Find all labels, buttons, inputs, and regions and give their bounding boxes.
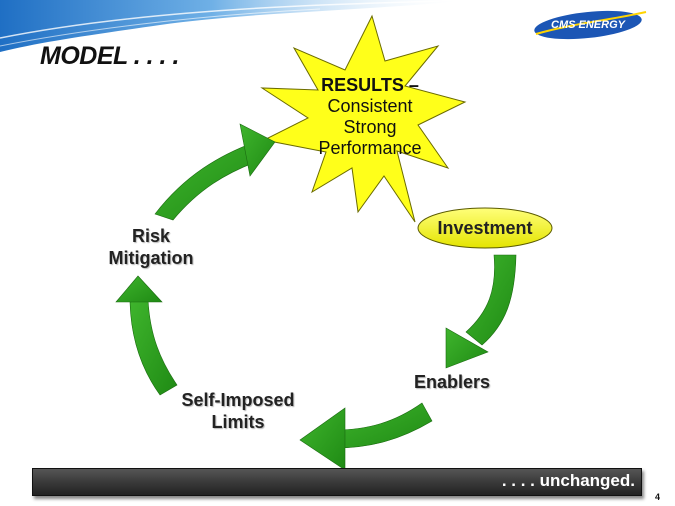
- results-bold-label: RESULTS –: [321, 75, 419, 95]
- slide-title: MODEL . . . .: [40, 42, 179, 70]
- results-starburst-shape: [260, 14, 467, 223]
- footer-text: . . . . unchanged.: [501, 471, 635, 490]
- logo-text: CMS ENERGY: [551, 19, 625, 31]
- header-wave-banner: [0, 0, 471, 52]
- risk-mitigation-label: Risk Mitigation: [108, 226, 194, 268]
- cycle-arrow-to-limits: [299, 402, 433, 471]
- enablers-label: Enablers: [413, 372, 491, 392]
- footer-banner: . . . . unchanged.: [32, 468, 642, 496]
- cycle-arrow-to-risk-mitigation: [115, 275, 178, 396]
- results-label: RESULTS – Consistent Strong Performance: [300, 75, 440, 159]
- investment-ellipse: [417, 207, 553, 249]
- cycle-arrow-to-results: [154, 123, 276, 221]
- cms-energy-logo: [534, 10, 647, 40]
- page-number: 4: [655, 492, 661, 502]
- cycle-arrow-to-enablers: [445, 254, 517, 369]
- self-imposed-limits-label: Self-Imposed Limits: [181, 390, 295, 432]
- investment-label: Investment: [437, 218, 533, 238]
- results-subtitle: Consistent Strong Performance: [318, 96, 422, 158]
